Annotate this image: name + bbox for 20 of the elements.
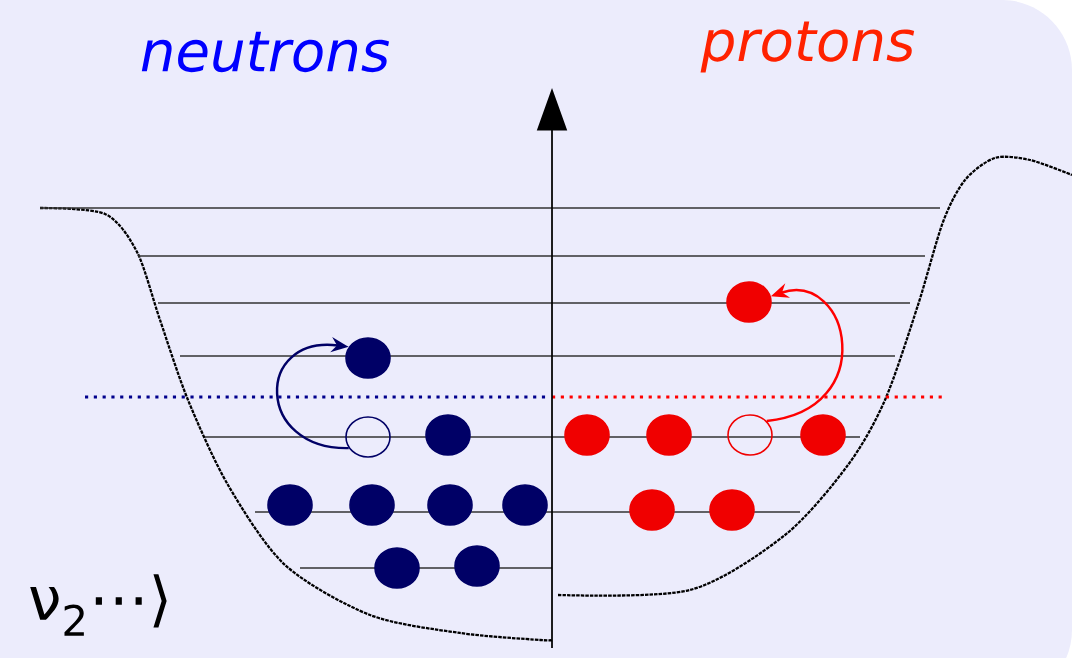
species-heading: neutrons: [141, 31, 390, 73]
particle: [646, 414, 692, 456]
particle: [800, 414, 846, 456]
hole: [345, 416, 391, 458]
particle: [629, 489, 675, 531]
particle: [502, 484, 548, 526]
particle: [454, 545, 500, 587]
particle: [564, 414, 610, 456]
particle: [726, 281, 772, 323]
particle: [425, 414, 471, 456]
particle: [267, 484, 313, 526]
particle: [349, 484, 395, 526]
formula-fragment: ν$_{2}$⋯⟩: [30, 574, 167, 636]
particle: [345, 337, 391, 379]
particle: [709, 489, 755, 531]
particle: [374, 547, 420, 589]
species-heading: protons: [700, 21, 915, 73]
hole: [727, 414, 773, 456]
curved-arrow: [275, 337, 349, 450]
particle: [427, 484, 473, 526]
